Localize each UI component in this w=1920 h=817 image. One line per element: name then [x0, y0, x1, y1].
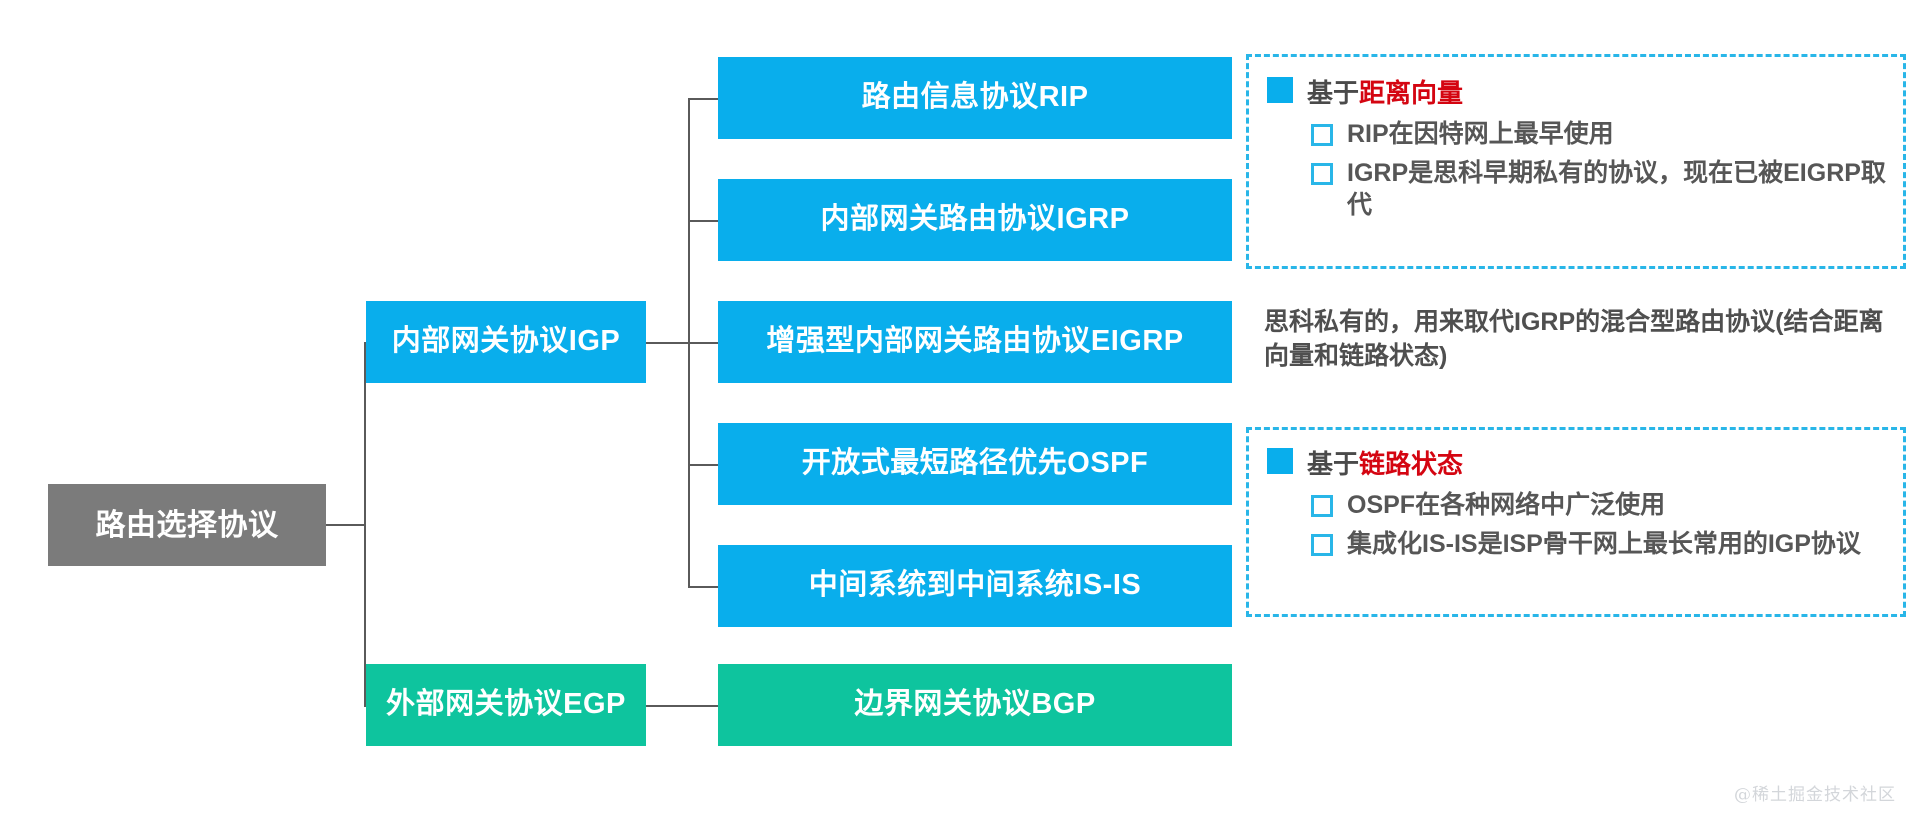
node-rip[interactable]: 路由信息协议RIP: [718, 57, 1232, 139]
node-ospf[interactable]: 开放式最短路径优先OSPF: [718, 423, 1232, 505]
node-bgp[interactable]: 边界网关协议BGP: [718, 664, 1232, 746]
node-igrp[interactable]: 内部网关路由协议IGRP: [718, 179, 1232, 261]
panel-title-prefix: 基于: [1307, 449, 1360, 479]
checkbox-icon[interactable]: [1311, 124, 1333, 146]
connector-to-igrp: [688, 220, 718, 222]
node-root[interactable]: 路由选择协议: [48, 484, 326, 566]
connector-to-ospf: [688, 464, 718, 466]
legend-square-icon: [1267, 77, 1293, 103]
node-root-label: 路由选择协议: [95, 508, 279, 542]
panel-link-state-title: 基于链路状态: [1307, 444, 1463, 481]
list-item-text: RIP在因特网上最早使用: [1347, 120, 1614, 148]
list-item[interactable]: OSPF在各种网络中广泛使用: [1311, 489, 1887, 522]
panel-link-state-list: OSPF在各种网络中广泛使用 集成化IS-IS是ISP骨干网上最长常用的IGP协…: [1267, 489, 1887, 560]
checkbox-icon[interactable]: [1311, 162, 1333, 185]
node-eigrp[interactable]: 增强型内部网关路由协议EIGRP: [718, 301, 1232, 383]
panel-link-state: 基于链路状态 OSPF在各种网络中广泛使用 集成化IS-IS是ISP骨干网上最长…: [1246, 427, 1906, 617]
connector-igp-stub: [646, 342, 690, 344]
node-egp-label: 外部网关协议EGP: [386, 688, 626, 721]
checkbox-icon[interactable]: [1311, 495, 1333, 517]
node-igrp-label: 内部网关路由协议IGRP: [820, 203, 1130, 236]
connector-to-rip: [688, 98, 718, 100]
connector-egp-to-bgp: [646, 705, 718, 707]
watermark: @稀土掘金技术社区: [1734, 785, 1896, 805]
panel-title-highlight: 距离向量: [1359, 78, 1464, 108]
node-isis-label: 中间系统到中间系统IS-IS: [808, 569, 1142, 602]
node-igp-label: 内部网关协议IGP: [391, 325, 621, 358]
node-rip-label: 路由信息协议RIP: [861, 81, 1089, 114]
checkbox-icon[interactable]: [1311, 533, 1333, 556]
panel-title-prefix: 基于: [1307, 78, 1360, 108]
connector-to-isis: [688, 586, 718, 588]
panel-distance-vector: 基于距离向量 RIP在因特网上最早使用 IGRP是思科早期私有的协议，现在已被E…: [1246, 54, 1906, 269]
panel-link-state-header: 基于链路状态: [1267, 444, 1887, 481]
node-isis[interactable]: 中间系统到中间系统IS-IS: [718, 545, 1232, 627]
node-ospf-label: 开放式最短路径优先OSPF: [801, 447, 1149, 480]
legend-square-icon: [1267, 448, 1293, 474]
panel-distance-vector-list: RIP在因特网上最早使用 IGRP是思科早期私有的协议，现在已被EIGRP取代: [1267, 118, 1887, 222]
node-igp[interactable]: 内部网关协议IGP: [366, 301, 646, 383]
panel-title-highlight: 链路状态: [1359, 449, 1464, 479]
node-eigrp-label: 增强型内部网关路由协议EIGRP: [766, 325, 1184, 358]
list-item-text: OSPF在各种网络中广泛使用: [1347, 491, 1666, 519]
panel-distance-vector-header: 基于距离向量: [1267, 73, 1887, 110]
node-bgp-label: 边界网关协议BGP: [854, 688, 1096, 721]
list-item[interactable]: 集成化IS-IS是ISP骨干网上最长常用的IGP协议: [1311, 528, 1887, 561]
node-egp[interactable]: 外部网关协议EGP: [366, 664, 646, 746]
list-item-text: 集成化IS-IS是ISP骨干网上最长常用的IGP协议: [1347, 529, 1861, 558]
connector-level2-trunk: [364, 342, 366, 706]
list-item[interactable]: RIP在因特网上最早使用: [1311, 118, 1887, 151]
list-item-text: IGRP是思科早期私有的协议，现在已被EIGRP取代: [1347, 158, 1886, 220]
note-eigrp: 思科私有的，用来取代IGRP的混合型路由协议(结合距离向量和链路状态): [1264, 308, 1884, 370]
connector-to-eigrp: [688, 342, 718, 344]
connector-root-stub: [326, 524, 366, 526]
panel-distance-vector-title: 基于距离向量: [1307, 73, 1463, 110]
list-item[interactable]: IGRP是思科早期私有的协议，现在已被EIGRP取代: [1311, 157, 1887, 222]
